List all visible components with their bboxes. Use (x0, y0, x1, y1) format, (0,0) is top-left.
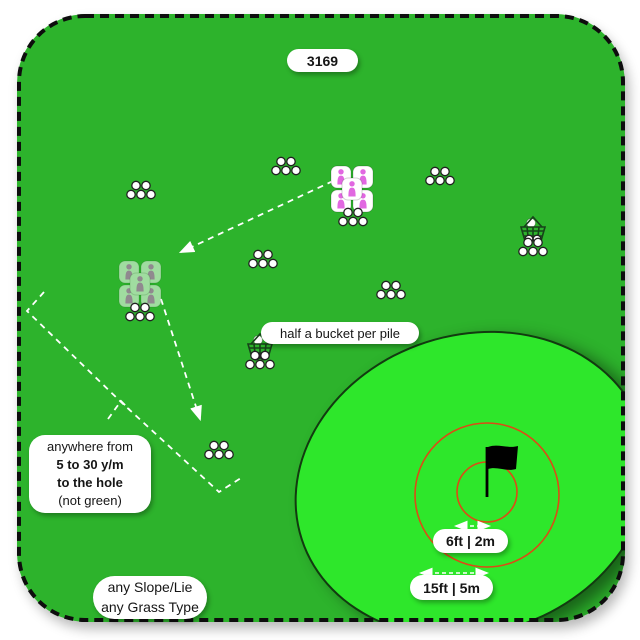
zone-note-line: anywhere from (47, 438, 133, 454)
conditions-label: any Slope/Lie any Grass Type (93, 576, 207, 619)
bucket-note-label: half a bucket per pile (261, 322, 419, 344)
zone-note-label: anywhere from 5 to 30 y/m to the hole (n… (29, 435, 151, 513)
conditions-line: any Slope/Lie (107, 578, 193, 595)
practice-area (17, 14, 625, 622)
bucket-note-text: half a bucket per pile (280, 325, 400, 341)
station-number: 3169 (306, 52, 339, 69)
zone-note-line: 5 to 30 y/m (56, 456, 124, 472)
station-number-badge: 3169 (287, 49, 358, 72)
conditions-line: any Grass Type (101, 598, 199, 615)
inner-radius-text: 6ft | 2m (445, 533, 496, 549)
inner-radius-label: 6ft | 2m (433, 529, 508, 553)
zone-note-line: to the hole (57, 475, 123, 490)
zone-note-line: (not green) (58, 493, 122, 509)
outer-radius-text: 15ft | 5m (423, 579, 480, 596)
outer-radius-label: 15ft | 5m (410, 575, 493, 600)
